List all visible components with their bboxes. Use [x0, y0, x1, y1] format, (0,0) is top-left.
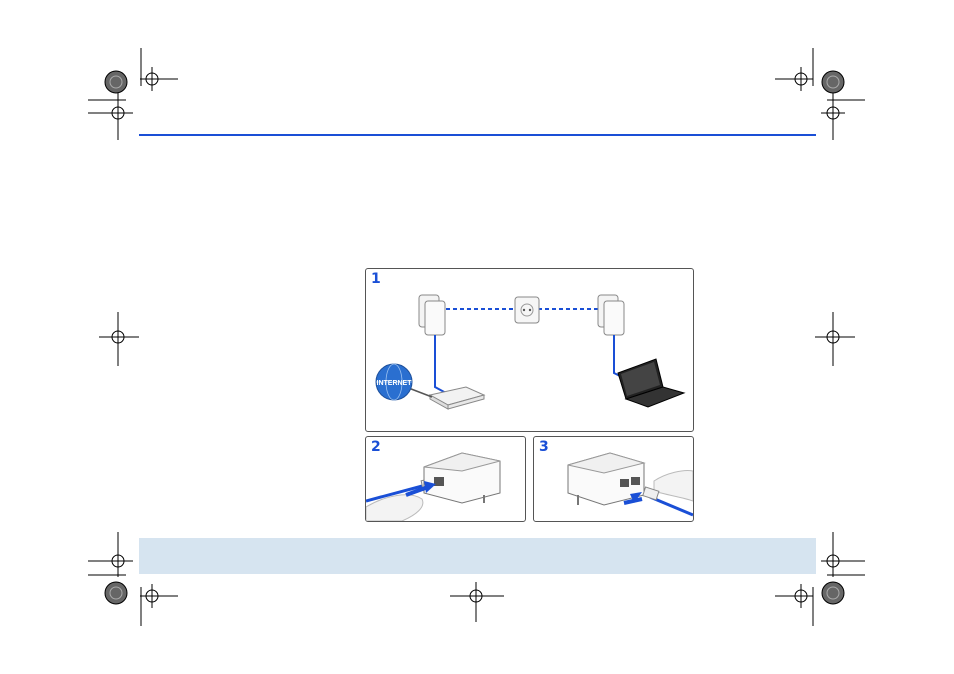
wall-socket-icon: [514, 296, 540, 324]
illustration-panel-2: 2: [365, 436, 526, 522]
color-registration-circle-top-left: [104, 70, 128, 94]
step-number-2: 2: [371, 439, 381, 455]
crosshair-registration-mark-top-left: [88, 48, 178, 140]
color-registration-circle-bottom-right: [821, 581, 845, 605]
internet-label: INTERNET: [377, 380, 413, 387]
laptop-icon: [617, 358, 686, 408]
plug-cable-illustration: [366, 452, 501, 521]
router-icon: [428, 386, 486, 410]
crosshair-registration-mark-bottom-left: [88, 532, 178, 626]
header-rule: [139, 134, 816, 136]
crosshair-registration-mark-top-right: [775, 48, 867, 140]
powerline-adapter-icon: [423, 452, 501, 504]
crosshair-registration-mark-bottom-right: [775, 532, 867, 626]
crosshair-registration-mark-mid-right: [815, 312, 855, 366]
color-registration-circle-bottom-left: [104, 581, 128, 605]
network-diagram: INTERNET: [375, 294, 686, 410]
illustration-panel-1: 1: [365, 268, 694, 432]
hand-icon: [366, 494, 424, 521]
step-number-1: 1: [371, 271, 381, 287]
footer-band: [139, 538, 816, 574]
illustration-panel-3: 3: [533, 436, 694, 522]
crosshair-registration-mark-bottom-center: [450, 582, 504, 622]
step-number-3: 3: [539, 439, 549, 455]
powerline-adapter-icon: [597, 294, 625, 336]
globe-icon: [375, 363, 413, 401]
color-registration-circle-top-right: [821, 70, 845, 94]
powerline-adapter-icon: [418, 294, 446, 336]
hand-icon: [653, 470, 693, 502]
crosshair-registration-mark-mid-left: [99, 312, 139, 366]
powerline-adapter-icon: [567, 452, 646, 506]
ethernet-cable-illustration: [567, 452, 693, 517]
